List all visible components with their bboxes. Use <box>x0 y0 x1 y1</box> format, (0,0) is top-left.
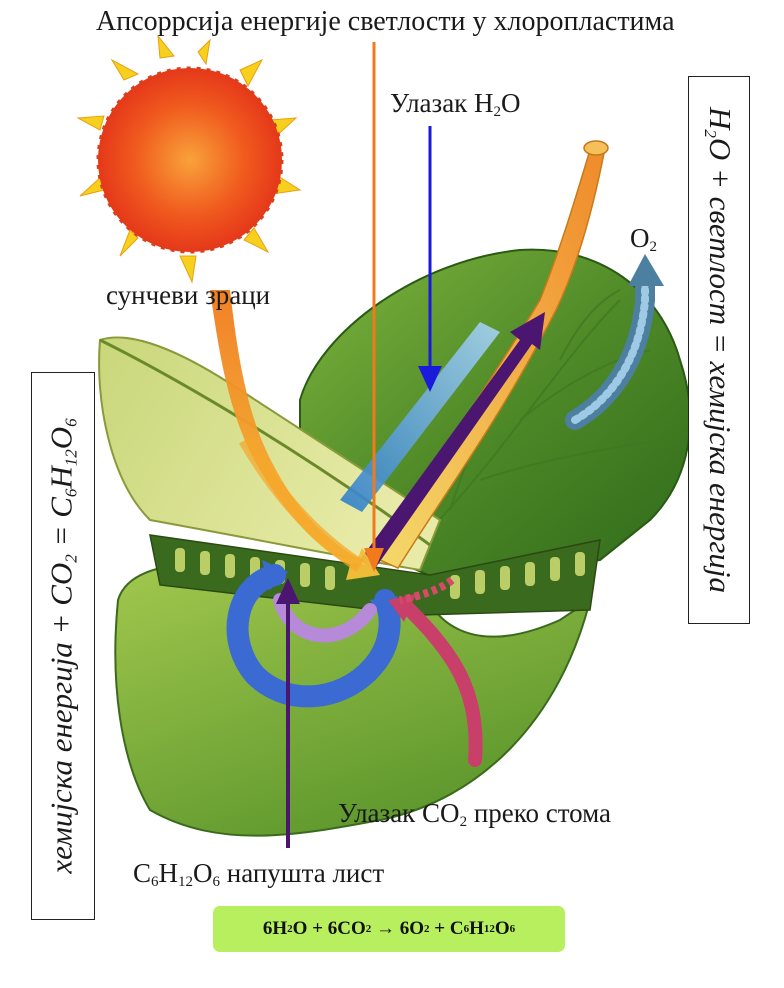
calvin-cycle-arrow <box>226 564 401 708</box>
light-reaction-box: Н2О + светлост = хемијска енергија <box>688 76 750 624</box>
light-reaction-text: Н2О + светлост = хемијска енергија <box>701 106 739 594</box>
glucose-swirl <box>273 593 377 643</box>
leaf-cross-section-flap <box>98 336 442 572</box>
page-title: Апсоррсија енергије светлости у хлоропла… <box>96 6 675 37</box>
glucose-transport-arrow <box>360 312 545 570</box>
water-inflow-label: Улазак Н2О <box>390 88 521 120</box>
sun-icon <box>76 34 302 284</box>
water-flow-band <box>340 322 500 512</box>
dark-reaction-box: хемијска енергија + СО2 = С6Н12О6 <box>31 372 95 920</box>
co2-inflow-arrow <box>398 598 483 767</box>
oxygen-label: О2 <box>630 223 657 255</box>
sun-rays-label: сунчеви зраци <box>106 280 271 310</box>
dark-reaction-text: хемијска енергија + СО2 = С6Н12О6 <box>44 418 82 874</box>
glucose-exit-label: С6Н12О6 напушта лист <box>133 858 385 890</box>
sun-ray-arrow <box>210 290 380 580</box>
co2-inflow-label: Улазак СО2 преко стома <box>338 798 612 830</box>
